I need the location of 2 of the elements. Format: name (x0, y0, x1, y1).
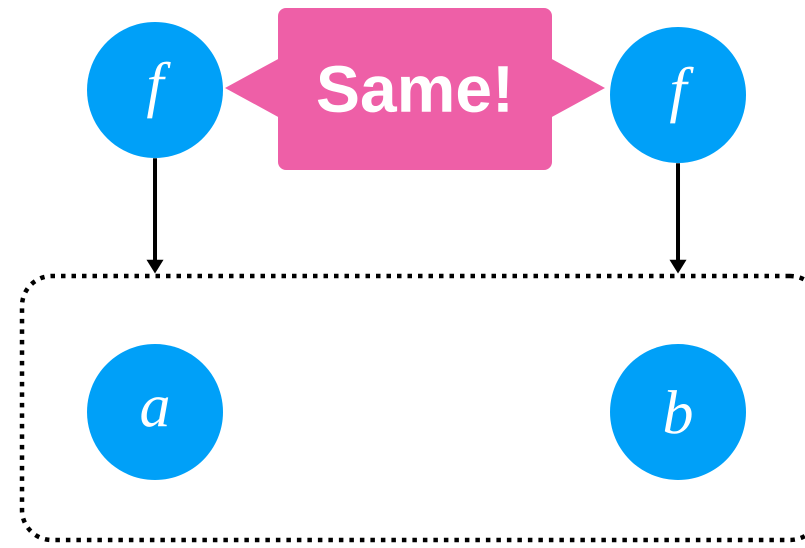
dotted-group-frame (20, 274, 805, 542)
speech-bubble: Same! (225, 8, 605, 170)
